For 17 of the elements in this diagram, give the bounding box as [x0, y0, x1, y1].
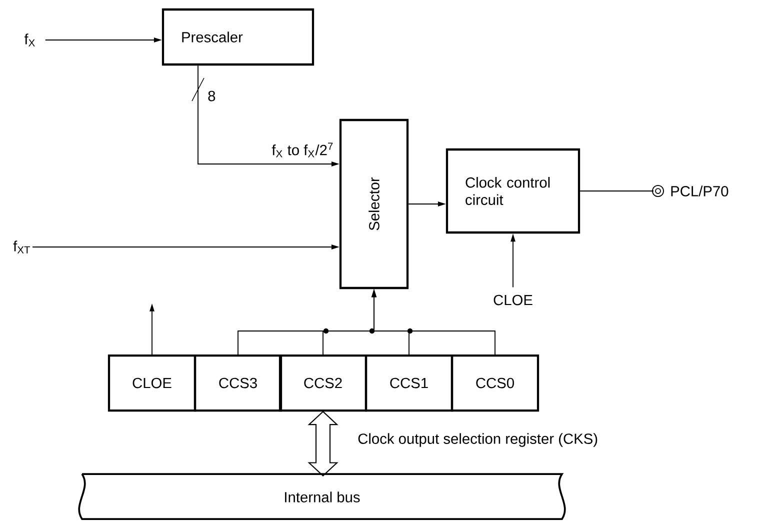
bus-band: Internal bus — [78, 473, 566, 520]
edge-label: f$_{X}$ to f$_{X}$/2$^{7}$ — [270, 141, 336, 159]
register-bit-cell: CCS2 — [278, 354, 368, 412]
pin-label: PCL/P70 — [671, 186, 728, 196]
register-bit-cell: CCS0 — [450, 354, 540, 412]
block-box: Prescaler — [162, 8, 314, 66]
signal-label: CLOE — [494, 294, 532, 306]
register-bit-cell: CCS3 — [194, 354, 282, 412]
bus-width-label: 8 — [208, 90, 216, 102]
register-caption: Clock output selection register (CKS) — [358, 433, 598, 447]
signal-label: f$_{XT}$ — [13, 240, 30, 254]
selector-box: Selector — [339, 118, 409, 290]
signal-label: f$_{X}$ — [24, 34, 35, 46]
connection-line — [580, 190, 654, 192]
register-bit-cell: CCS1 — [364, 354, 454, 412]
block-box: Clock control circuit — [446, 148, 580, 234]
register-bit-cell: CLOE — [108, 354, 196, 412]
